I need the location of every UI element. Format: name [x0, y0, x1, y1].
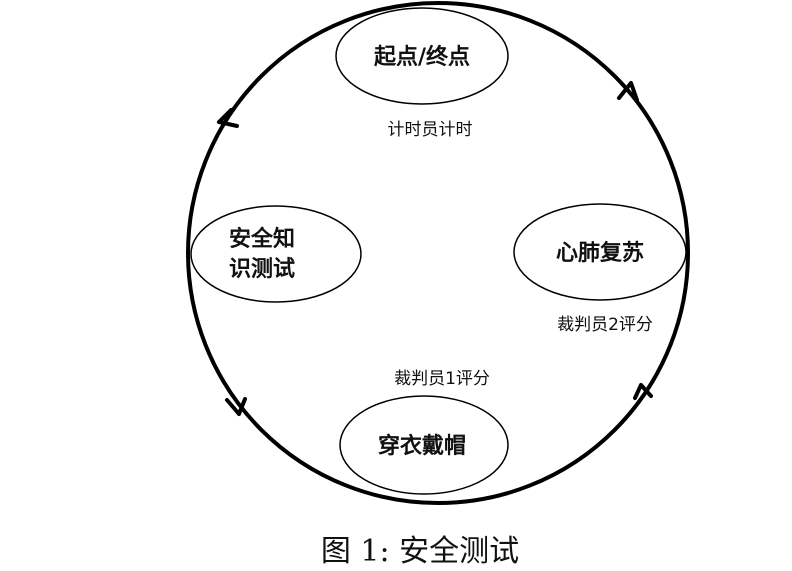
node-dressing-label: 穿衣戴帽	[378, 433, 466, 459]
node-dressing: 穿衣戴帽	[339, 395, 509, 495]
node-cpr: 心肺复苏	[513, 203, 687, 301]
arrow-top-right-icon	[617, 81, 639, 102]
arrow-top-left-icon	[217, 108, 239, 128]
judge1-label: 裁判员1评分	[394, 369, 490, 389]
arrow-bottom-left-icon	[225, 397, 247, 416]
node-knowledge-test: 安全知 识测试	[190, 205, 362, 303]
node-start-end-label: 起点/终点	[373, 44, 470, 70]
node-cpr-label: 心肺复苏	[556, 240, 644, 266]
node-knowledge-test-label-line1: 安全知	[229, 226, 295, 252]
node-start-end-ellipse	[335, 7, 509, 105]
node-knowledge-test-label-line2: 识测试	[229, 257, 295, 282]
node-cpr-ellipse	[513, 203, 687, 301]
figure-caption: 图 1: 安全测试	[321, 534, 519, 569]
arrow-bottom-right-icon	[633, 383, 653, 400]
node-start-end: 起点/终点	[335, 7, 509, 105]
node-dressing-ellipse	[339, 395, 509, 495]
node-knowledge-test-ellipse	[190, 205, 362, 303]
timer-label: 计时员计时	[388, 120, 473, 140]
judge2-label: 裁判员2评分	[557, 315, 653, 335]
cycle-loop	[186, 1, 690, 505]
